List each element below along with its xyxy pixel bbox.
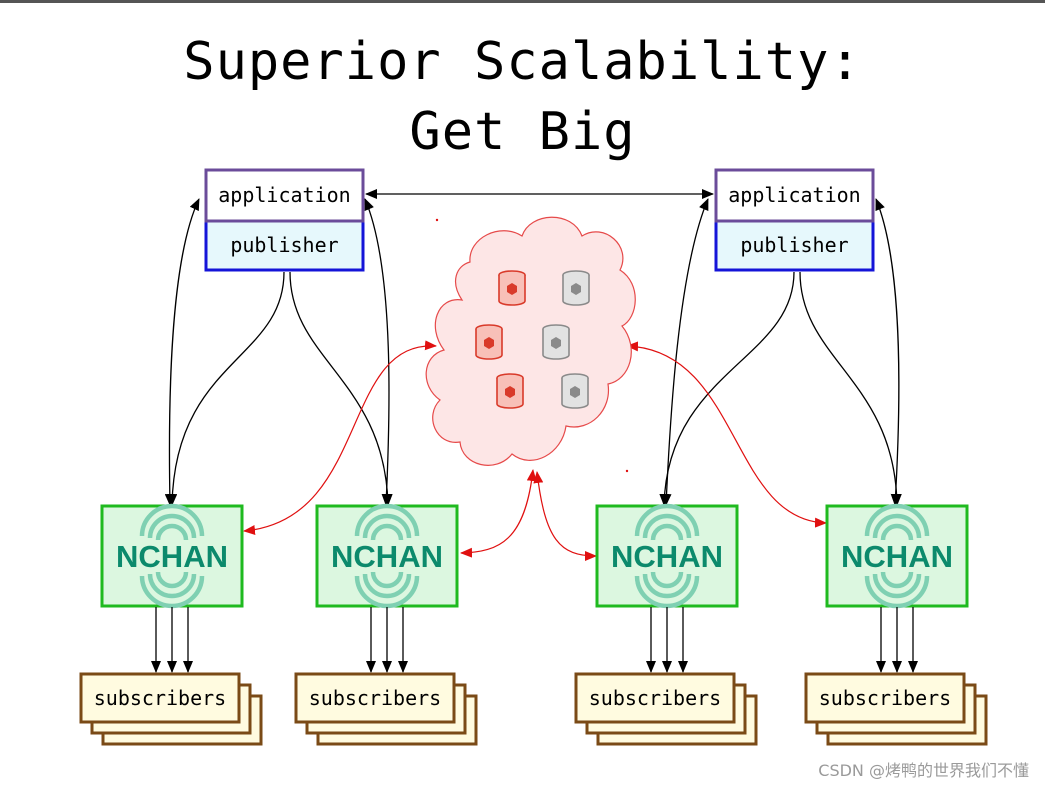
subscribers-label: subscribers: [309, 686, 441, 710]
watermark: CSDN @烤鸭的世界我们不懂: [818, 761, 1029, 780]
cloud-to-nchan-3-arrow: [533, 471, 597, 561]
app-left-to-nchan-1-arrow: [164, 198, 200, 506]
application-box: [714, 168, 875, 223]
publisher-box: [204, 219, 365, 272]
database-icon: [496, 373, 524, 409]
nchan-logo-text: NCHAN: [841, 539, 953, 574]
cloud-to-nchan-2-arrow: [460, 469, 537, 558]
nchan-node-3: NCHAN: [595, 503, 739, 609]
app-publisher-left: application publisher: [204, 168, 365, 272]
page-title-line-2: Get Big: [409, 102, 636, 162]
publisher-label: publisher: [230, 233, 338, 257]
broadcast-waves-icon: [864, 503, 930, 609]
nchan-logo-text: NCHAN: [611, 539, 723, 574]
page-title-line-1: Superior Scalability:: [183, 32, 862, 92]
cloud-icon: [425, 216, 636, 466]
nchan-logo-text: NCHAN: [116, 539, 228, 574]
subscribers-stack-3: subscribers: [574, 672, 758, 746]
nchan-logo-text: NCHAN: [331, 539, 443, 574]
subscribers-stack-2: subscribers: [294, 672, 478, 746]
database-icon: [475, 324, 503, 360]
nchan-to-subscribers-arrows: [151, 607, 918, 673]
subscribers-stack-4: subscribers: [804, 672, 988, 746]
app-right-to-nchan-3-arrow: [661, 198, 709, 506]
database-icon: [542, 324, 570, 360]
publisher-right-to-nchan-4-arrow: [799, 271, 902, 506]
app-right-to-nchan-4-arrow: [875, 198, 901, 506]
nchan-node-2: NCHAN: [315, 503, 459, 609]
redis-connectors: [243, 340, 827, 561]
cloud-to-nchan-1-arrow: [243, 340, 437, 536]
application-label: application: [728, 183, 860, 207]
nchan-node-1: NCHAN: [100, 503, 244, 609]
app-publisher-right: application publisher: [714, 168, 875, 272]
stray-dot: [435, 218, 439, 222]
application-label: application: [218, 183, 350, 207]
app-left-to-nchan-2-arrow: [364, 198, 392, 506]
application-box: [204, 168, 365, 223]
broadcast-waves-icon: [634, 503, 700, 609]
subscribers-label: subscribers: [94, 686, 226, 710]
subscribers-label: subscribers: [589, 686, 721, 710]
subscribers-stack-1: subscribers: [79, 672, 263, 746]
database-icon: [561, 373, 589, 409]
publisher-left-to-nchan-1-arrow: [167, 271, 285, 506]
nchan-node-4: NCHAN: [825, 503, 969, 609]
publisher-left-to-nchan-2-arrow: [289, 271, 393, 506]
publisher-label: publisher: [740, 233, 848, 257]
publisher-box: [714, 219, 875, 272]
broadcast-waves-icon: [354, 503, 420, 609]
top-border-line: [0, 0, 1045, 3]
broadcast-waves-icon: [139, 503, 205, 609]
stray-dot: [625, 469, 629, 473]
redis-databases: [475, 270, 590, 409]
cloud-to-nchan-4-arrow: [626, 341, 827, 528]
subscribers-label: subscribers: [819, 686, 951, 710]
publisher-right-to-nchan-3-arrow: [659, 271, 795, 506]
database-icon: [562, 270, 590, 306]
database-icon: [498, 270, 526, 306]
